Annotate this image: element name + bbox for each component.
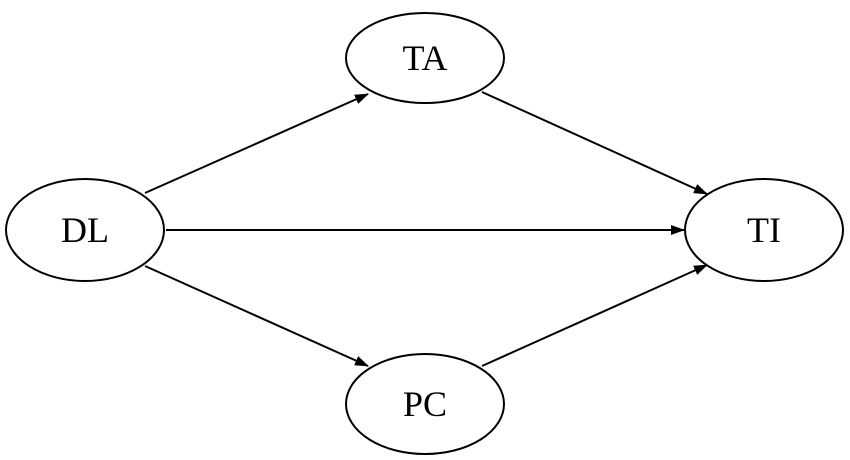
node-ti-ellipse — [684, 178, 844, 282]
node-ta-ellipse — [345, 12, 505, 104]
node-dl: DL — [5, 178, 165, 282]
edge-pc-ti — [481, 264, 708, 367]
edges — [144, 91, 708, 367]
node-ti-label: TI — [747, 210, 781, 250]
edge-dl-pc — [144, 265, 369, 367]
node-ta: TA — [345, 12, 505, 104]
edge-dl-ta — [144, 93, 369, 194]
node-pc: PC — [345, 353, 505, 455]
edge-ta-ti — [481, 91, 708, 195]
node-pc-label: PC — [403, 384, 447, 424]
node-dl-ellipse — [5, 178, 165, 282]
node-ta-label: TA — [402, 38, 447, 78]
node-pc-ellipse — [345, 353, 505, 455]
node-dl-label: DL — [61, 210, 109, 250]
node-ti: TI — [684, 178, 844, 282]
